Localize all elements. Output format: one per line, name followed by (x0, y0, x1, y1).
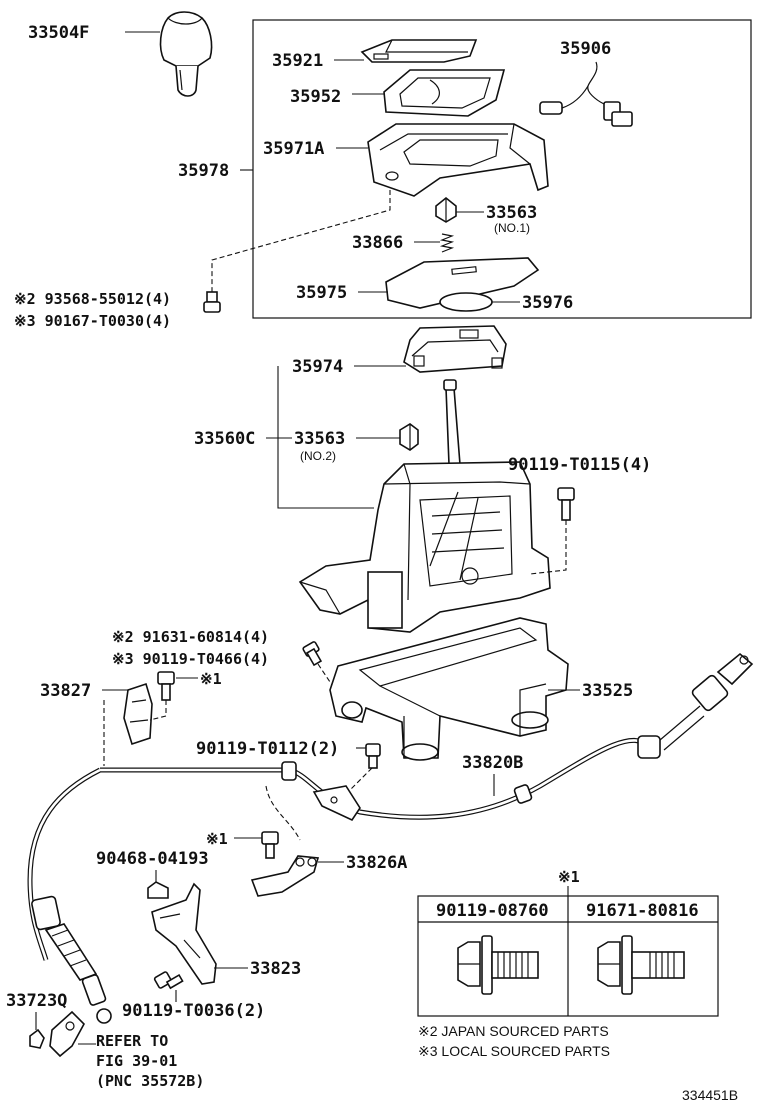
bolt-91671-80816-illustration (597, 935, 685, 995)
label-33823: 33823 (250, 959, 301, 979)
part-33827-clip[interactable] (123, 682, 153, 746)
figure-number: 334451B (682, 1087, 738, 1103)
label-bolt-93568: ※2 93568-55012(4) (14, 290, 171, 308)
label-35976: 35976 (522, 293, 573, 313)
bolt-93568-55012[interactable] (203, 291, 221, 313)
part-35971A-housing[interactable] (367, 123, 549, 197)
bolt-variants-table (417, 895, 719, 1017)
label-33563-no2: 33563 (294, 429, 345, 449)
table-col2-header: 91671-80816 (586, 901, 699, 921)
dash-screw-line-4 (149, 700, 167, 721)
dash-screw-line-7 (265, 785, 301, 841)
label-33826A: 33826A (346, 853, 407, 873)
label-90468-04193: 90468-04193 (96, 849, 209, 869)
label-90119-T0036: 90119-T0036(2) (122, 1001, 265, 1021)
label-bolt-91631: ※2 91631-60814(4) (112, 628, 269, 646)
note-local-sourced: ※3 LOCAL SOURCED PARTS (418, 1043, 610, 1059)
label-90119-T0115: 90119-T0115(4) (508, 455, 651, 475)
part-35952-gasket[interactable] (383, 69, 506, 117)
label-33723Q: 33723Q (6, 991, 67, 1011)
bolt-90119-08760-illustration (457, 935, 539, 995)
label-bolt-90167: ※3 90167-T0030(4) (14, 312, 171, 330)
dash-screw-line-1 (211, 190, 391, 292)
cable-mount-bracket[interactable] (312, 785, 361, 822)
label-33525: 33525 (582, 681, 633, 701)
part-grommet-ref-39-01[interactable] (49, 1010, 85, 1058)
part-35976-washer[interactable] (439, 292, 493, 312)
note-japan-sourced: ※2 JAPAN SOURCED PARTS (418, 1023, 609, 1039)
dash-screw-line-5 (349, 767, 373, 791)
label-no1: (NO.1) (494, 221, 530, 235)
bolt-mark1-33826A[interactable] (261, 831, 279, 859)
label-35921: 35921 (272, 51, 323, 71)
label-35971A: 35971A (263, 139, 324, 159)
bolt-mark1-33827[interactable] (157, 671, 175, 701)
label-33563-no1: 33563 (486, 203, 537, 223)
label-33504F: 33504F (28, 23, 89, 43)
label-35974: 35974 (292, 357, 343, 377)
label-pnc-35572B: (PNC 35572B) (96, 1072, 204, 1090)
label-fig-39-01: FIG 39-01 (96, 1052, 177, 1070)
dash-screw-line-3 (317, 663, 339, 695)
part-33866-spring[interactable] (439, 233, 455, 253)
label-33866: 33866 (352, 233, 403, 253)
part-33826A-clip[interactable] (250, 855, 320, 897)
part-35975-plate[interactable] (385, 257, 540, 309)
part-33563-clip-no1[interactable] (435, 196, 457, 223)
label-35906: 35906 (560, 39, 611, 59)
label-mark1-a: ※1 (200, 670, 222, 688)
part-35921-lens[interactable] (360, 39, 478, 63)
table-mark1: ※1 (558, 868, 580, 886)
table-col1-header: 90119-08760 (436, 901, 549, 921)
dash-screw-line-2 (529, 520, 567, 575)
label-35952: 35952 (290, 87, 341, 107)
part-33563-clip-no2[interactable] (399, 423, 419, 451)
part-33820B-cable[interactable] (27, 652, 754, 1024)
label-33827: 33827 (40, 681, 91, 701)
bolt-90119-T0112[interactable] (365, 743, 381, 769)
label-bolt-90119-T0466: ※3 90119-T0466(4) (112, 650, 269, 668)
part-33723Q-retainer[interactable] (29, 1028, 45, 1049)
bolt-90119-T0115[interactable] (557, 487, 575, 521)
part-33823-bracket[interactable] (151, 882, 217, 985)
label-refer-to: REFER TO (96, 1032, 168, 1050)
part-90468-04193-clamp[interactable] (147, 881, 169, 899)
label-no2: (NO.2) (300, 449, 336, 463)
shift-knob[interactable] (159, 11, 213, 97)
label-90119-T0112: 90119-T0112(2) (196, 739, 339, 759)
bolt-90119-T0036[interactable] (153, 971, 184, 990)
label-33560C: 33560C (194, 429, 255, 449)
label-33820B: 33820B (462, 753, 523, 773)
bolt-91631-60814[interactable] (302, 641, 323, 667)
shift-lever-housing[interactable] (298, 461, 551, 633)
group-box-35978 (252, 19, 752, 319)
label-35975: 35975 (296, 283, 347, 303)
part-33525-base-bracket[interactable] (329, 617, 569, 761)
part-35974-cap[interactable] (403, 325, 507, 373)
part-35906-sensor[interactable] (539, 61, 633, 127)
label-mark1-b: ※1 (206, 830, 228, 848)
label-35978: 35978 (178, 161, 229, 181)
